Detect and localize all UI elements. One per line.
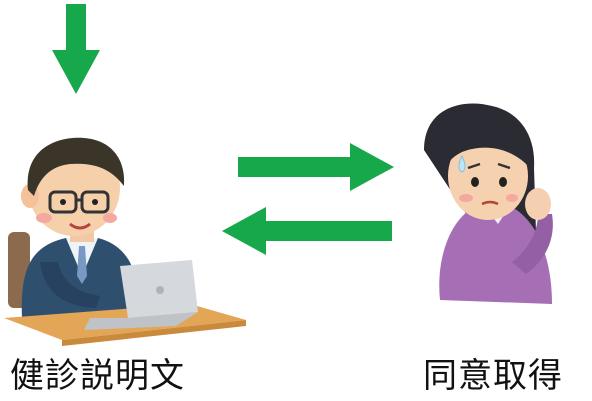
label-consent-acquisition: 同意取得	[423, 356, 563, 396]
label-health-checkup-explanation: 健診説明文	[10, 356, 185, 396]
